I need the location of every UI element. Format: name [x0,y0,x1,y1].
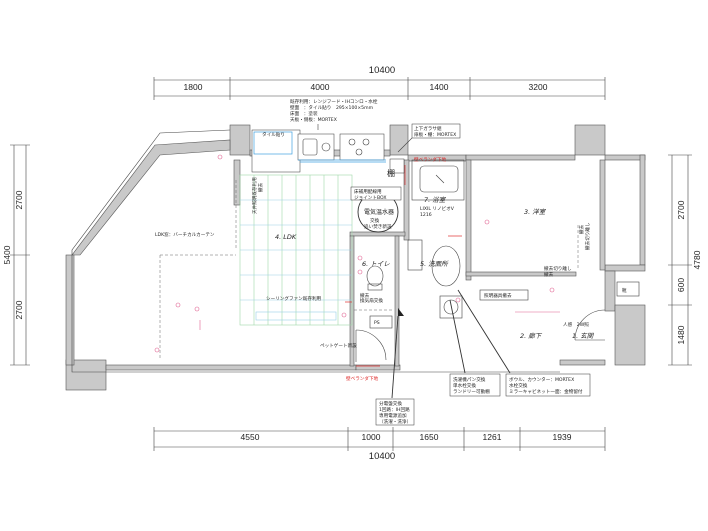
bottom-dimension-4: 1261 [483,432,502,442]
fan-note: シーリングファン既存利用 [266,295,322,302]
top-dimension-3: 1400 [430,82,449,92]
ldk-floor-pattern [239,174,353,326]
room-washroom: 5. 洗面所 [420,260,449,268]
callout-counter-3: ミラーキャビネット一面：金物留付 [509,388,583,395]
shelf-note: 上下ガラサ組 扉板・棚：MORTEX 棚 壁ベランダ下地 [387,123,461,185]
room-ldk: 4. LDK [275,233,297,241]
left-dimensions: 5400 2700 2700 [2,144,30,366]
closet-note-1: 撤去 [578,224,585,234]
sensor-note: 人感 2W照 [563,321,589,328]
bottom-dimension-5: 1939 [553,432,572,442]
water-heater: 電気温水器 交換 追い焚き新設 床補用配線用 ジョイントBOX [350,186,402,233]
callout-washer-3: ランドリー可動棚 [453,388,490,395]
room-western: 3. 洋室 [524,208,547,216]
right-dimension-1: 2700 [676,200,686,219]
lixil-size: 1216 [420,212,432,218]
room-bath: 7. 浴室 [424,196,447,204]
closet-note-4: 撤去 [544,271,554,278]
bottom-dimension-2: 1000 [362,432,381,442]
right-total-dimension: 4780 [692,250,702,269]
curtain-note: LDK窓：バーチカルカーテン [155,231,215,238]
veranda-top-note: 壁ベランダ下地 [414,156,447,163]
kitchen-note-1: 既存利用：レンジフード・IHコンロ・水栓 [290,98,378,105]
kitchen-note-4: 天板・側板：MORTEX [290,116,337,123]
room-entrance: 1. 玄関 [572,332,595,340]
shoe-note: 靴 [622,287,627,294]
callout-counter-1: ボウル、カウンター：MORTEX [509,376,574,383]
closet-note-3: 撤去切り離し [544,265,572,272]
top-dimensions: 10400 1800 4000 1400 3200 [153,65,606,100]
left-total-dimension: 5400 [2,245,12,264]
callout-panel-3: 専用電源追加 [379,412,407,419]
water-heater-label: 電気温水器 [364,208,394,216]
walls [65,124,646,391]
pet-gate-note: ペットゲート新設 [320,342,357,349]
callout-washer-1: 洗濯機パン交換 [453,376,486,383]
toilet: 6. トイレ 撤去 換気扇交換 PS [354,260,404,329]
top-dimension-1: 1800 [184,82,203,92]
hall-entrance: 2. 廊下 1. 玄関 人感 2W照 靴 [520,281,640,341]
callout-washer: 洗濯機パン交換 単水栓交換 ランドリー可動棚 [449,299,501,397]
callout-counter: ボウル、カウンター：MORTEX 水栓交換 ミラーキャビネット一面：金物留付 [457,289,591,397]
shelf-note-2: 扉板・棚：MORTEX [414,131,456,138]
lighting-note: 照明器具撤去 [484,292,512,299]
storage-label: 棚 [387,168,395,178]
left-dimension-1: 2700 [14,190,24,209]
callout-washer-2: 単水栓交換 [453,382,476,389]
top-dimension-4: 3200 [529,82,548,92]
wh-note-2: 追い焚き新設 [364,223,392,230]
western-room: 3. 洋室 撤去 撤去切り離し 撤去切り離し 撤去 照明器具撤去 [479,208,591,301]
callout-panel: 分電盤交換 1回路：IH回路 専用電源追加 （洗濯・洗浄） [375,315,415,426]
room-hall: 2. 廊下 [520,332,543,340]
pet-gate: ペットゲート新設 壁ベランダ下地 [320,329,387,382]
lixil-note: LIXIL リノビオV [420,205,455,212]
right-dimension-3: 1480 [676,325,686,344]
joint-note-2: ジョイントBOX [354,195,387,201]
bath: 7. 浴室 LIXIL リノビオV 1216 [411,159,465,237]
room-toilet: 6. トイレ [362,260,390,268]
callout-counter-2: 水栓交換 [509,382,528,389]
exhaust-note: 換気扇交換 [360,297,383,304]
shelf-note-1: 上下ガラサ組 [414,125,442,132]
ceiling-note-2: 撤去 [257,182,264,192]
bottom-total-dimension: 10400 [369,451,395,462]
right-dimensions: 2700 600 1480 4780 [668,154,702,366]
top-total-dimension: 10400 [369,65,395,76]
joint-note-1: 床補用配線用 [354,188,382,195]
outlet-markers [154,154,560,353]
kitchen-notes: 既存利用：レンジフード・IHコンロ・水栓 壁面 ：タイル貼り 295×100×5… [290,98,378,130]
kitchen-note-3: 床面 ：塗装 [290,110,318,117]
left-dimension-2: 2700 [14,300,24,319]
top-dimension-2: 4000 [311,82,330,92]
callout-panel-1: 分電盤交換 [379,400,402,407]
veranda-bottom-note: 壁ベランダ下地 [346,375,379,382]
ps-label: PS [374,320,380,326]
partition-note: 撤去 [360,292,370,299]
bottom-dimension-1: 4550 [241,432,260,442]
kitchen-note-2: 壁面 ：タイル貼り 295×100×5mm [290,104,374,111]
callout-panel-4: （洗濯・洗浄） [379,418,411,425]
tile-note: タイル貼り [262,131,285,138]
ceiling-note-1: 天井照明既存利用 [251,177,258,214]
bottom-dimension-3: 1650 [420,432,439,442]
right-dimension-2: 600 [676,278,686,292]
kitchen: タイル貼り [251,129,405,174]
wh-note-1: 交換 [370,217,380,224]
closet-note-2: 撤去切り離し [584,222,591,250]
callout-panel-2: 1回路：IH回路 [379,406,410,413]
ldk-labels: 4. LDK シーリングファン既存利用 LDK窓：バーチカルカーテン 天井照明既… [155,177,322,302]
bottom-dimensions: 4550 1000 1650 1261 1939 10400 [153,427,606,462]
washroom: 5. 洗面所 [407,239,463,319]
balcony-lines [71,129,560,373]
